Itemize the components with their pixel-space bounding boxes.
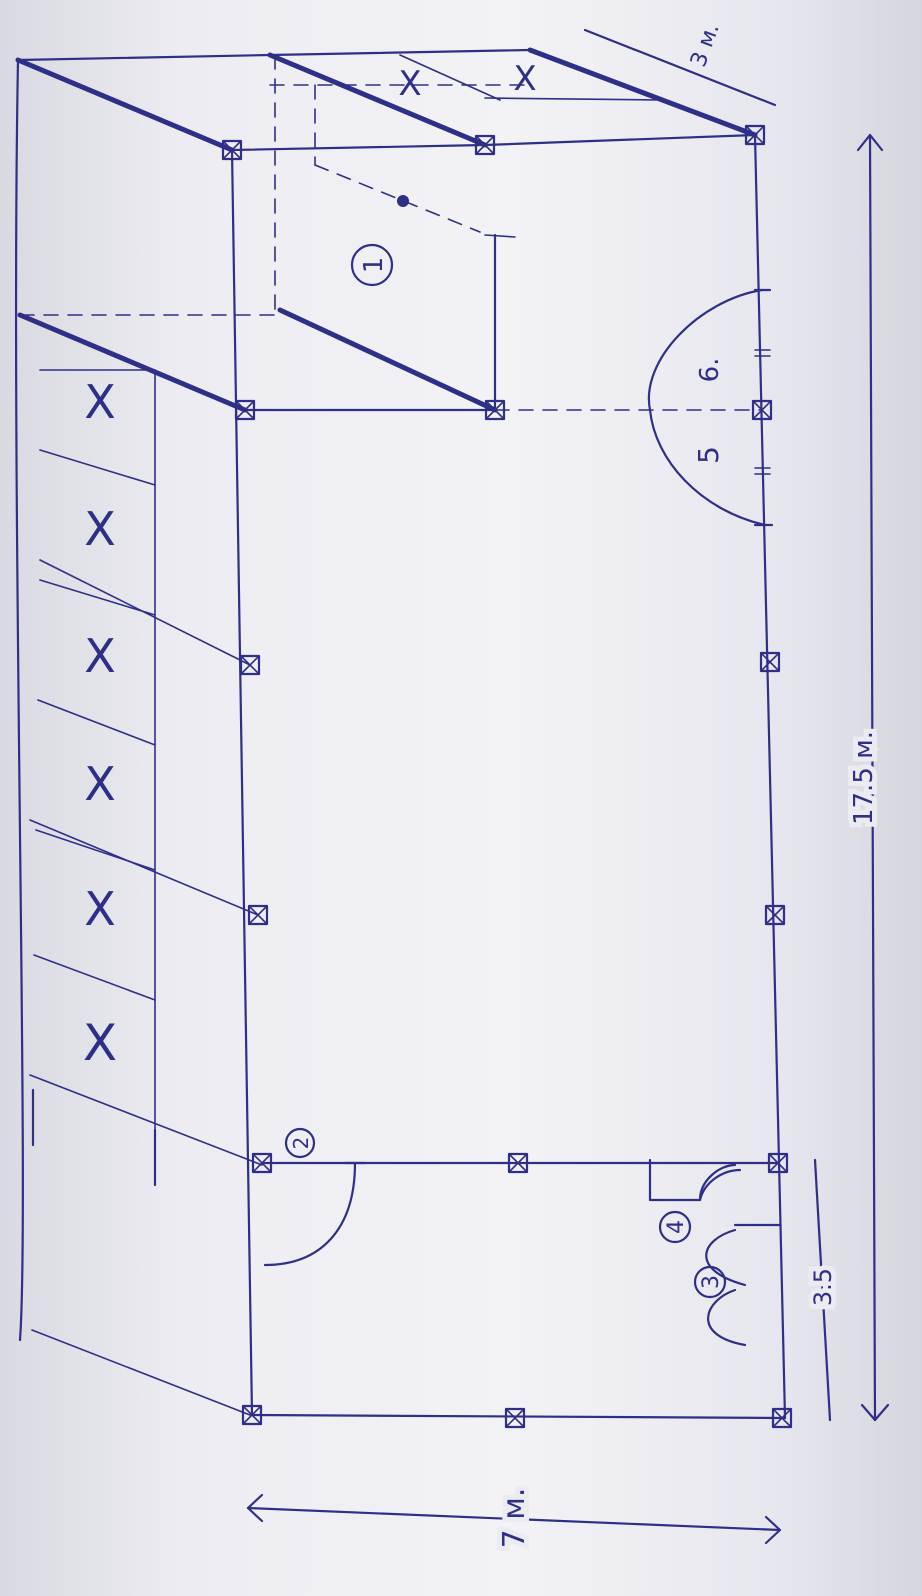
annex-beam	[527, 47, 758, 138]
room-3-label: 3	[699, 1275, 724, 1289]
annex-beam	[15, 57, 235, 153]
room-4-circle	[658, 1210, 692, 1244]
labels: 1 2 4 3 5 6.	[284, 243, 727, 1299]
door-3-arc	[707, 1288, 747, 1347]
annex-top-line-2	[268, 48, 532, 57]
room-2-label: 2	[289, 1137, 313, 1150]
door-3-arc-2	[705, 1228, 747, 1287]
door-5-label: 5	[692, 446, 725, 464]
rafter	[29, 1074, 263, 1166]
column	[251, 1152, 273, 1174]
annex-top-line	[16, 53, 272, 62]
wall-bottom	[250, 1413, 787, 1420]
door-6-label: 6.	[695, 358, 725, 383]
width-dimension-label: 7 м.	[497, 1488, 532, 1549]
column	[474, 134, 496, 156]
column	[247, 904, 269, 926]
cell-mark: X	[84, 629, 116, 683]
column	[764, 904, 786, 926]
door-4-arc	[648, 1158, 737, 1202]
columns	[221, 124, 793, 1429]
column	[239, 654, 261, 676]
cell-divider	[37, 699, 156, 746]
room-1-label: 1	[359, 257, 389, 274]
wall-left	[230, 148, 254, 1417]
rafter	[31, 1329, 251, 1416]
door-4-leaf	[698, 1168, 742, 1202]
column	[771, 1407, 793, 1429]
column	[759, 651, 781, 673]
cell-divider	[39, 449, 156, 486]
cell-divider	[35, 829, 156, 871]
annex-wall-bottom	[483, 133, 757, 147]
diagonal-beam	[17, 312, 248, 413]
cell-divider	[33, 954, 156, 1001]
cell-mark: X	[84, 502, 116, 556]
annex-dimension-line	[583, 28, 777, 107]
canopy-outer-edge	[14, 58, 24, 1342]
room-1-stub	[484, 234, 516, 238]
dashed-lines	[19, 54, 763, 411]
column	[744, 124, 766, 146]
annex: X X	[15, 47, 758, 413]
annex-beam	[267, 52, 488, 148]
column	[507, 1152, 529, 1174]
cell-marks: X X X X X X	[83, 375, 117, 1072]
room-1-circle	[350, 243, 394, 287]
room-4-label: 4	[664, 1220, 689, 1234]
arrow-head	[246, 1493, 264, 1523]
column	[484, 399, 506, 421]
segment-dimension-label: 3.5	[809, 1268, 837, 1306]
room-3-circle	[693, 1265, 727, 1299]
cell-mark: X	[398, 64, 421, 104]
cell-mark: X	[84, 882, 116, 936]
cell-mark: X	[83, 1014, 117, 1072]
length-dimension-label: 17.5 м.	[849, 731, 879, 825]
room-2-circle	[284, 1127, 316, 1159]
annex-wall-mid	[230, 143, 487, 152]
column	[504, 1407, 526, 1429]
cell-mark: X	[84, 375, 116, 429]
column	[241, 1404, 263, 1426]
arrow-head	[860, 1403, 890, 1422]
rafter	[29, 819, 259, 916]
annex-cell-divider	[399, 54, 501, 101]
annex-dimension-label: 3 м.	[686, 20, 725, 70]
canopy	[14, 58, 263, 1416]
dimension-lines: 17.5 м. 7 м. 3.5 3 м.	[246, 20, 890, 1553]
cell-mark: X	[513, 59, 536, 99]
door-2-arc	[263, 1161, 357, 1267]
dashed-line	[314, 164, 481, 233]
annex-cell-line	[484, 97, 661, 101]
cell-mark: X	[84, 757, 116, 811]
column	[234, 399, 256, 421]
double-door-arc	[647, 288, 767, 527]
length-dimension-line	[868, 133, 877, 1422]
arrow-head	[856, 133, 884, 152]
point-marker	[397, 195, 409, 207]
column	[221, 139, 243, 161]
width-dimension-line	[246, 1506, 782, 1532]
diagonal-beam	[277, 307, 498, 413]
column	[767, 1152, 789, 1174]
doors	[263, 288, 782, 1347]
segment-dimension-line	[813, 1158, 832, 1422]
column	[751, 399, 773, 421]
arrow-head	[764, 1515, 782, 1545]
cell-divider	[39, 579, 156, 616]
wall-right	[753, 133, 787, 1420]
